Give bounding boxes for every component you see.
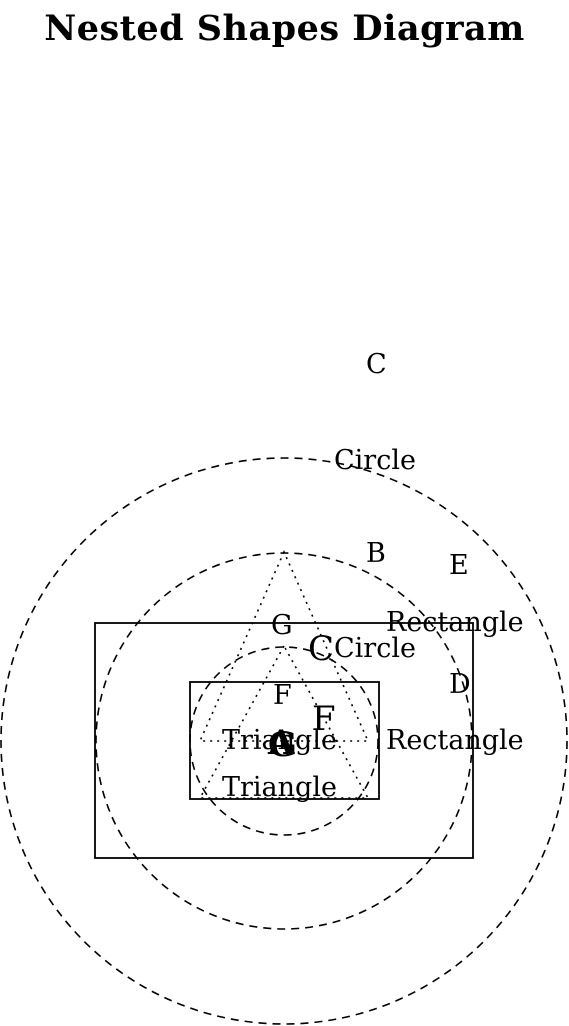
point-label-g: G	[271, 610, 293, 641]
point-label-g-center: G	[268, 725, 297, 765]
outer-triangle-label: Triangle	[222, 725, 337, 756]
outer-rectangle-label: Rectangle	[386, 607, 524, 638]
inner-rectangle	[189, 681, 380, 800]
outer-circle	[0, 457, 568, 1025]
inner-triangle	[198, 644, 370, 799]
point-label-b: B	[366, 538, 386, 569]
inner-triangle-label: Triangle	[222, 772, 337, 803]
outer-rectangle	[94, 622, 474, 859]
point-label-c-mid: C	[308, 629, 334, 669]
point-label-d: D	[449, 669, 471, 700]
point-label-c-top: C	[366, 349, 387, 380]
point-label-f-big: F	[312, 699, 336, 739]
inner-rectangle-label: Rectangle	[386, 725, 524, 756]
outer-circle-label: Circle	[334, 445, 416, 476]
middle-circle-label: Circle	[334, 633, 416, 664]
diagram-title: Nested Shapes Diagram	[44, 8, 525, 49]
point-label-f-small: F	[273, 680, 292, 711]
point-label-e: E	[449, 550, 469, 581]
point-label-a-center: A	[267, 723, 295, 763]
